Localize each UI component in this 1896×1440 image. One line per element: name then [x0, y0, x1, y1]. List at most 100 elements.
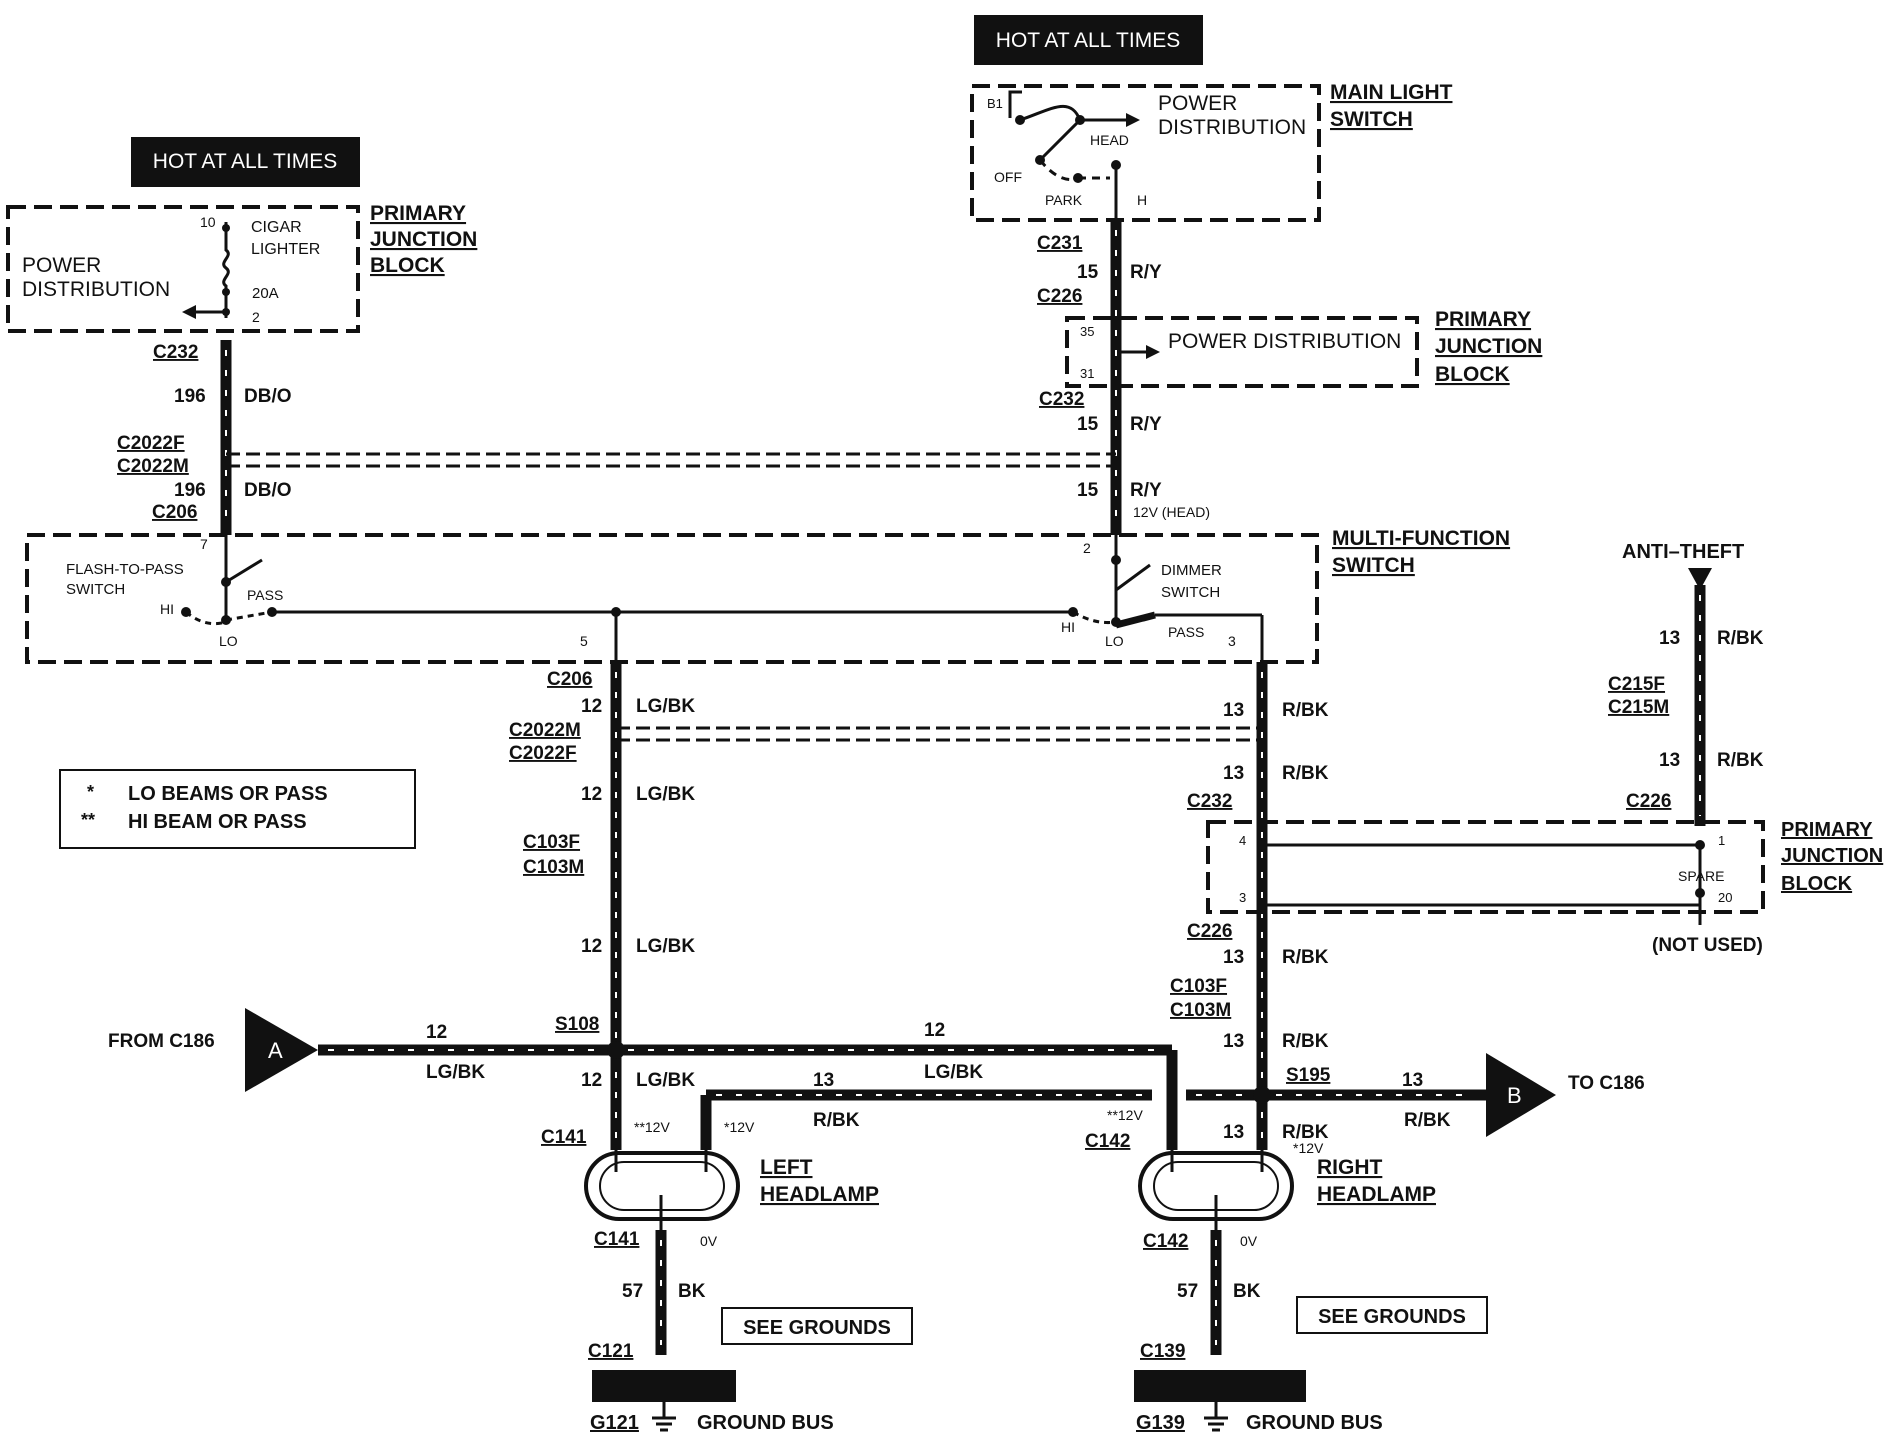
mls-distribution: DISTRIBUTION: [1158, 116, 1306, 139]
wire-rbk-h: R/BK: [1717, 628, 1764, 649]
wire-12-f: 12: [924, 1020, 945, 1041]
left-pjb-power: POWER: [22, 254, 101, 277]
c215f: C215F: [1608, 674, 1665, 695]
wire-lgbk-c: LG/BK: [636, 936, 695, 957]
zero-v-right: 0V: [1240, 1233, 1258, 1249]
wire-12-e: 12: [426, 1022, 447, 1043]
wire-lgbk-d: LG/BK: [636, 1070, 695, 1091]
dimmer-switch-lever: [1115, 611, 1156, 629]
mls-b1: B1: [987, 96, 1003, 111]
ground-bus-left: GROUND BUS: [697, 1412, 834, 1434]
right-headlamp-2: HEADLAMP: [1317, 1183, 1436, 1206]
c103f-left: C103F: [523, 832, 580, 853]
mfs-dimmer-2: SWITCH: [1161, 584, 1220, 601]
wire-ry-b: R/Y: [1130, 414, 1162, 435]
left-pjb-pin-10: 10: [200, 214, 216, 230]
mfs-dimmer-1: DIMMER: [1161, 562, 1222, 579]
wire-15-a: 15: [1077, 262, 1099, 283]
wire-12-b: 12: [581, 784, 602, 805]
wire-rbk-e: R/BK: [1282, 1122, 1329, 1143]
left-pjb-fuse: 20A: [252, 285, 279, 302]
ground-symbol-icon-right: [1204, 1402, 1228, 1432]
mfs-pin-3: 3: [1228, 633, 1236, 649]
hot-at-all-times-top-box: [974, 15, 1203, 65]
left-pjb-box: [6, 205, 360, 333]
right-pjb-pin-35: 35: [1080, 324, 1094, 339]
zero-v-left: 0V: [700, 1233, 718, 1249]
left-pjb-distribution: DISTRIBUTION: [22, 278, 170, 301]
fuse-node-mid: [222, 288, 230, 296]
bottom-pjb-pin-20: 20: [1718, 890, 1732, 905]
right-pjb-power-distribution: POWER DISTRIBUTION: [1168, 330, 1401, 353]
ground-symbol-icon-left: [652, 1402, 676, 1432]
splice-s108: [607, 1041, 625, 1059]
mfs-pass-right: PASS: [1168, 624, 1204, 640]
power-dist-arrow-icon: [182, 305, 196, 319]
mfs-pin-2: 2: [1083, 540, 1091, 556]
wire-ry-a: R/Y: [1130, 262, 1162, 283]
bottom-pjb-pin-4: 4: [1239, 833, 1246, 848]
c103m-right: C103M: [1170, 1000, 1231, 1021]
mfs-hi-right: HI: [1061, 619, 1075, 635]
bottom-pjb-box: [1206, 820, 1765, 914]
c141-bot: C141: [594, 1229, 640, 1250]
wire-rbk-i: R/BK: [1717, 750, 1764, 771]
wire-13-b: 13: [1223, 763, 1244, 784]
c2022m-mid: C2022M: [509, 720, 581, 741]
mls-head: HEAD: [1090, 132, 1129, 148]
left-pjb-name-2: JUNCTION: [370, 228, 477, 251]
wire-57-left: 57: [622, 1281, 643, 1302]
right-headlamp-1: RIGHT: [1317, 1156, 1383, 1179]
bottom-pjb-spare: SPARE: [1678, 868, 1724, 884]
ground-bus-right: GROUND BUS: [1246, 1412, 1383, 1434]
marker-b: B: [1507, 1083, 1522, 1108]
c103f-right: C103F: [1170, 976, 1227, 997]
c103m-left: C103M: [523, 857, 584, 878]
mfs-pass-left: PASS: [247, 587, 283, 603]
left-pjb-name-1: PRIMARY: [370, 202, 466, 225]
mls-name-2: SWITCH: [1330, 108, 1413, 131]
ground-bus-bar-right: [1134, 1370, 1306, 1402]
wire-dbo-top: DB/O: [244, 386, 292, 407]
wire-12-d: 12: [581, 1070, 602, 1091]
splice-s195: [1253, 1086, 1271, 1104]
wire-ry-c: R/Y: [1130, 480, 1162, 501]
see-grounds-left-box: [721, 1307, 913, 1345]
mfs-lo-right: LO: [1105, 633, 1124, 649]
wire-196-top: 196: [174, 386, 206, 407]
cigar-lighter-fuse-icon: [222, 222, 230, 318]
volt-hi-left: **12V: [634, 1119, 670, 1135]
bottom-pjb-name-1: PRIMARY: [1781, 819, 1873, 841]
g139: G139: [1136, 1412, 1185, 1434]
wire-57-right: 57: [1177, 1281, 1198, 1302]
mfs-name-2: SWITCH: [1332, 554, 1415, 577]
left-pjb-pin-2: 2: [252, 309, 260, 325]
wire-bk-right: BK: [1233, 1281, 1261, 1302]
c142-bot: C142: [1143, 1231, 1188, 1252]
wire-196-bottom: 196: [174, 480, 206, 501]
c2022m: C2022M: [117, 456, 189, 477]
right-pjb-name-1: PRIMARY: [1435, 308, 1531, 331]
wire-13-f: 13: [813, 1070, 834, 1091]
pjb-power-arrow-icon: [1146, 345, 1160, 359]
anti-theft: ANTI–THEFT: [1622, 541, 1744, 563]
hot-at-all-times-top: HOT AT ALL TIMES: [996, 29, 1180, 52]
c226-a: C226: [1037, 286, 1082, 307]
c142-top: C142: [1085, 1131, 1130, 1152]
wire-rbk-g: R/BK: [1404, 1110, 1451, 1131]
mls-name-1: MAIN LIGHT: [1330, 81, 1453, 104]
mfs-pin-7: 7: [200, 536, 208, 552]
c139: C139: [1140, 1341, 1185, 1362]
see-grounds-right: SEE GROUNDS: [1318, 1306, 1466, 1328]
multi-function-switch-box: [25, 533, 1319, 664]
wire-rbk-a: R/BK: [1282, 700, 1329, 721]
wire-15-c: 15: [1077, 480, 1099, 501]
volt-hi-right: **12V: [1107, 1107, 1143, 1123]
to-c186: TO C186: [1568, 1073, 1645, 1094]
legend-hi-beam: HI BEAM OR PASS: [128, 811, 307, 833]
c121: C121: [588, 1341, 634, 1362]
marker-b-icon: [1486, 1053, 1556, 1137]
marker-a: A: [268, 1038, 283, 1063]
wire-13-g: 13: [1402, 1070, 1423, 1091]
